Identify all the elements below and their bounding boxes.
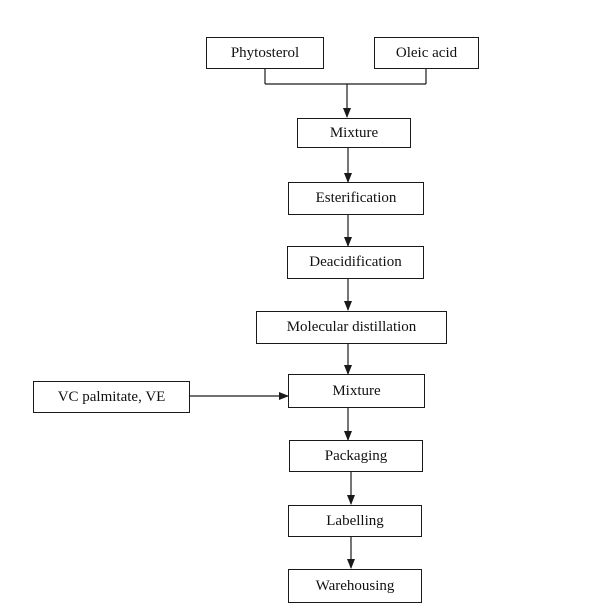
node-oleic-acid: Oleic acid [374,37,479,69]
node-molecular-distillation: Molecular distillation [256,311,447,344]
node-deacidification: Deacidification [287,246,424,279]
node-phytosterol: Phytosterol [206,37,324,69]
node-packaging: Packaging [289,440,423,472]
node-vc-palmitate-ve: VC palmitate, VE [33,381,190,413]
node-warehousing: Warehousing [288,569,422,603]
node-mixture-2: Mixture [288,374,425,408]
node-mixture-1: Mixture [297,118,411,148]
node-esterification: Esterification [288,182,424,215]
node-labelling: Labelling [288,505,422,537]
